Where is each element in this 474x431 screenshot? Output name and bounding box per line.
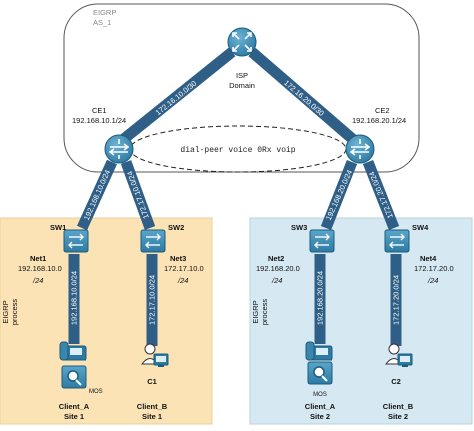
site2-pc-label: C2 (391, 377, 401, 386)
site1-client-a-name: Client_A (59, 402, 90, 411)
net2-ip: 192.168.20.0 (256, 264, 300, 273)
site1-process-label-2: process (10, 299, 19, 326)
net3-ip: 172.17.10.0 (164, 264, 204, 273)
net2-mask: /24 (271, 276, 282, 285)
net1-ip: 192.168.10.0 (18, 264, 62, 273)
sw3-switch-icon[interactable] (309, 229, 335, 253)
site1-client-a-site: Site 1 (64, 412, 84, 421)
net4-mask: /24 (427, 276, 438, 285)
sw4-label: SW4 (412, 223, 429, 232)
link-label-ce1-sw1: 192.168.10.0/24 (82, 168, 112, 221)
ce1-name: CE1 (92, 106, 107, 115)
user-pc-icon (385, 343, 413, 367)
sw1-switch-icon[interactable] (63, 229, 89, 253)
net3-name: Net3 (170, 254, 186, 263)
link-label-sw3-client: 192.168.20.0/24 (316, 271, 325, 325)
mos-analyzer-icon (61, 365, 87, 389)
site1-client-b-name: Client_B (137, 402, 168, 411)
link-label-isp-ce1: 172.16.10.0/30 (154, 79, 199, 117)
isp-router-icon[interactable] (227, 27, 257, 57)
ce2-router-icon[interactable] (345, 134, 375, 164)
link-ce2-sw3 (320, 159, 358, 231)
net4-ip: 172.17.20.0 (414, 264, 454, 273)
link-ce1-sw1 (76, 159, 118, 231)
sw3-label: SW3 (291, 223, 307, 232)
link-label-sw1-client: 192.168.10.0/24 (70, 271, 79, 325)
user-pc-icon (141, 343, 169, 367)
eigrp-domain-label-2: AS_1 (93, 18, 111, 27)
site2-client-a-name: Client_A (305, 402, 336, 411)
site2-process-label-1: EIGRP (251, 300, 260, 323)
ip-phone-icon (305, 341, 333, 361)
site2-process-label-2: process (260, 299, 269, 326)
mos-analyzer-icon (307, 361, 333, 385)
ce2-ip: 192.168.20.1/24 (352, 116, 406, 125)
ip-phone-icon (59, 341, 87, 361)
link-label-ce2-sw4: 172.17.20.0/24 (367, 170, 395, 220)
isp-label-1: ISP (236, 71, 248, 80)
eigrp-domain-label-1: EIGRP (93, 8, 116, 17)
site2-client-b-site: Site 2 (388, 412, 408, 421)
site1-area (0, 217, 213, 425)
link-label-ce1-sw2: 172.17.10.0/24 (125, 170, 151, 220)
sw2-label: SW2 (168, 223, 184, 232)
eigrp-domain-box (63, 3, 420, 173)
ce1-ip: 192.168.10.1/24 (72, 116, 126, 125)
link-label-isp-ce2: 172.16.20.0/30 (282, 78, 326, 118)
net1-name: Net1 (30, 254, 46, 263)
dial-peer-label: dial-peer voice 0Rx voip (180, 146, 295, 155)
net2-name: Net2 (268, 254, 284, 263)
link-ce1-sw2 (120, 160, 156, 230)
isp-label-2: Domain (229, 81, 255, 90)
site1-pc-label: C1 (147, 377, 157, 386)
link-isp-ce2 (248, 47, 360, 147)
net3-mask: /24 (177, 276, 188, 285)
net4-name: Net4 (420, 254, 437, 263)
link-isp-ce1 (116, 47, 236, 147)
links (68, 47, 402, 346)
site2-client-a-site: Site 2 (310, 412, 330, 421)
site2-client-b-name: Client_B (383, 402, 414, 411)
net1-mask: /24 (32, 276, 43, 285)
link-label-sw2-client: 172.17.10.0/24 (148, 275, 157, 325)
ce1-router-icon[interactable] (104, 134, 134, 164)
link-ce2-sw4 (362, 159, 400, 231)
site1-client-b-site: Site 1 (142, 412, 162, 421)
link-label-sw4-client: 172.17.20.0/24 (392, 275, 401, 325)
site1-process-label-1: EIGRP (1, 300, 10, 323)
sw2-switch-icon[interactable] (140, 229, 166, 253)
site1-mos-label: MOS (89, 389, 103, 395)
ce2-name: CE2 (375, 106, 390, 115)
sw4-switch-icon[interactable] (384, 229, 410, 253)
site2-mos-label: MOS (313, 392, 327, 398)
sw1-label: SW1 (50, 223, 66, 232)
site2-area (249, 217, 473, 425)
link-label-ce2-sw3: 192.168.20.0/24 (324, 168, 354, 221)
